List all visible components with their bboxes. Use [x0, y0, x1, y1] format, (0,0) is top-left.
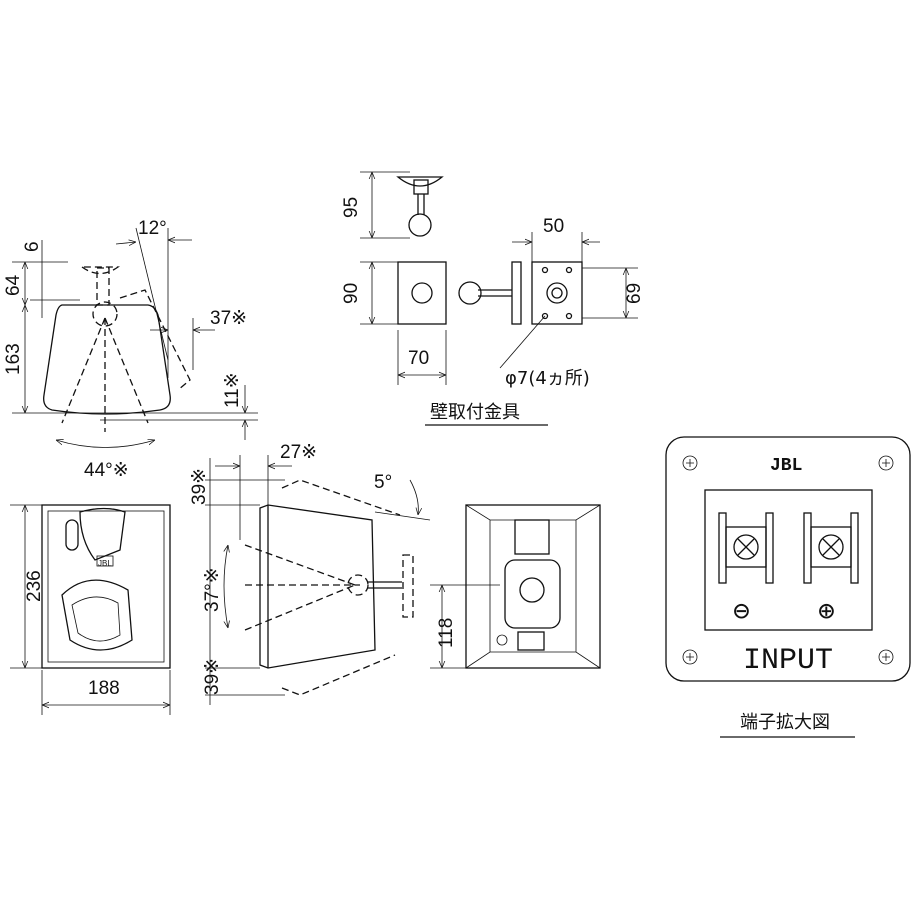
- wall-bracket-title: 壁取付金具: [430, 402, 520, 423]
- dim-236: 236: [24, 570, 45, 602]
- dim-163: 163: [3, 343, 24, 375]
- speaker-logo: JBL: [98, 559, 112, 568]
- dim-69: 69: [624, 283, 645, 304]
- hole-note: φ7(4ヵ所): [505, 368, 590, 389]
- angle-44: 44°※: [84, 460, 129, 481]
- angle-37: 37°※: [202, 567, 223, 612]
- dim-95: 95: [341, 197, 362, 218]
- dim-6: 6: [22, 241, 43, 252]
- terminal-enlarged-title: 端子拡大図: [740, 712, 830, 733]
- dim-64: 64: [3, 274, 24, 296]
- dim-11: 11※: [222, 372, 243, 408]
- dim-27: 27※: [280, 442, 317, 463]
- speaker-front-drawing: [10, 504, 171, 715]
- terminal-minus-symbol: ⊖: [733, 598, 750, 629]
- dim-39-bottom: 39※: [202, 658, 223, 695]
- dim-188: 188: [88, 678, 120, 699]
- wall-bracket-drawing: [360, 171, 638, 426]
- dim-70: 70: [408, 348, 429, 369]
- rear-view-drawing: [430, 504, 601, 669]
- top-view-drawing: [12, 227, 258, 448]
- angle-12: 12°: [138, 218, 167, 239]
- terminal-plus-symbol: ⊕: [818, 598, 835, 629]
- dim-50: 50: [543, 216, 564, 237]
- dim-37: 37※: [210, 308, 247, 329]
- dim-118: 118: [436, 618, 457, 648]
- dim-90: 90: [341, 283, 362, 304]
- side-view-drawing: [205, 455, 431, 705]
- terminal-plate-drawing: [665, 436, 911, 738]
- dim-39-top: 39※: [189, 468, 210, 505]
- terminal-input-label: INPUT: [743, 644, 833, 678]
- terminal-logo: JBL: [770, 456, 802, 476]
- angle-5: 5°: [374, 472, 392, 493]
